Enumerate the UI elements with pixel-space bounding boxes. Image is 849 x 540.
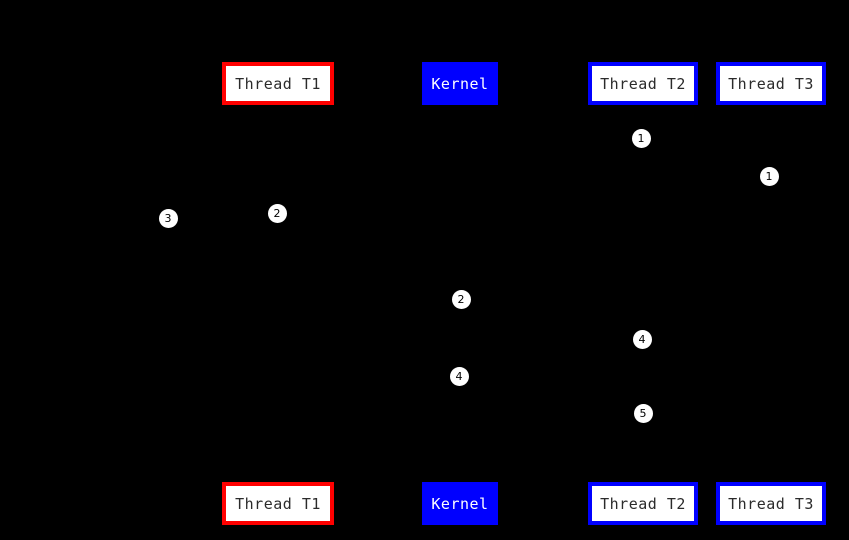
- participant-footer-t2[interactable]: Thread T2: [588, 482, 698, 525]
- participant-label: Thread T2: [600, 74, 686, 93]
- participant-footer-kernel[interactable]: Kernel: [422, 482, 498, 525]
- step-badge: 5: [633, 403, 653, 423]
- participant-label: Thread T3: [728, 494, 814, 513]
- participant-header-t1[interactable]: Thread T1: [222, 62, 334, 105]
- step-badge: 2: [451, 289, 471, 309]
- participant-label: Kernel: [431, 494, 489, 513]
- step-badge: 4: [449, 366, 469, 386]
- participant-header-kernel[interactable]: Kernel: [422, 62, 498, 105]
- participant-header-t3[interactable]: Thread T3: [716, 62, 826, 105]
- step-badge: 1: [759, 166, 779, 186]
- step-badge: 3: [158, 208, 178, 228]
- participant-label: Thread T2: [600, 494, 686, 513]
- step-badge: 2: [267, 203, 287, 223]
- participant-footer-t3[interactable]: Thread T3: [716, 482, 826, 525]
- step-badge: 1: [631, 128, 651, 148]
- participant-footer-t1[interactable]: Thread T1: [222, 482, 334, 525]
- participant-label: Thread T1: [235, 494, 321, 513]
- participant-label: Thread T3: [728, 74, 814, 93]
- participant-header-t2[interactable]: Thread T2: [588, 62, 698, 105]
- participant-label: Kernel: [431, 74, 489, 93]
- lifeline-t2: [643, 105, 644, 482]
- lifeline-t1: [278, 105, 279, 482]
- step-badge: 4: [632, 329, 652, 349]
- participant-label: Thread T1: [235, 74, 321, 93]
- lifeline-t3: [771, 105, 772, 482]
